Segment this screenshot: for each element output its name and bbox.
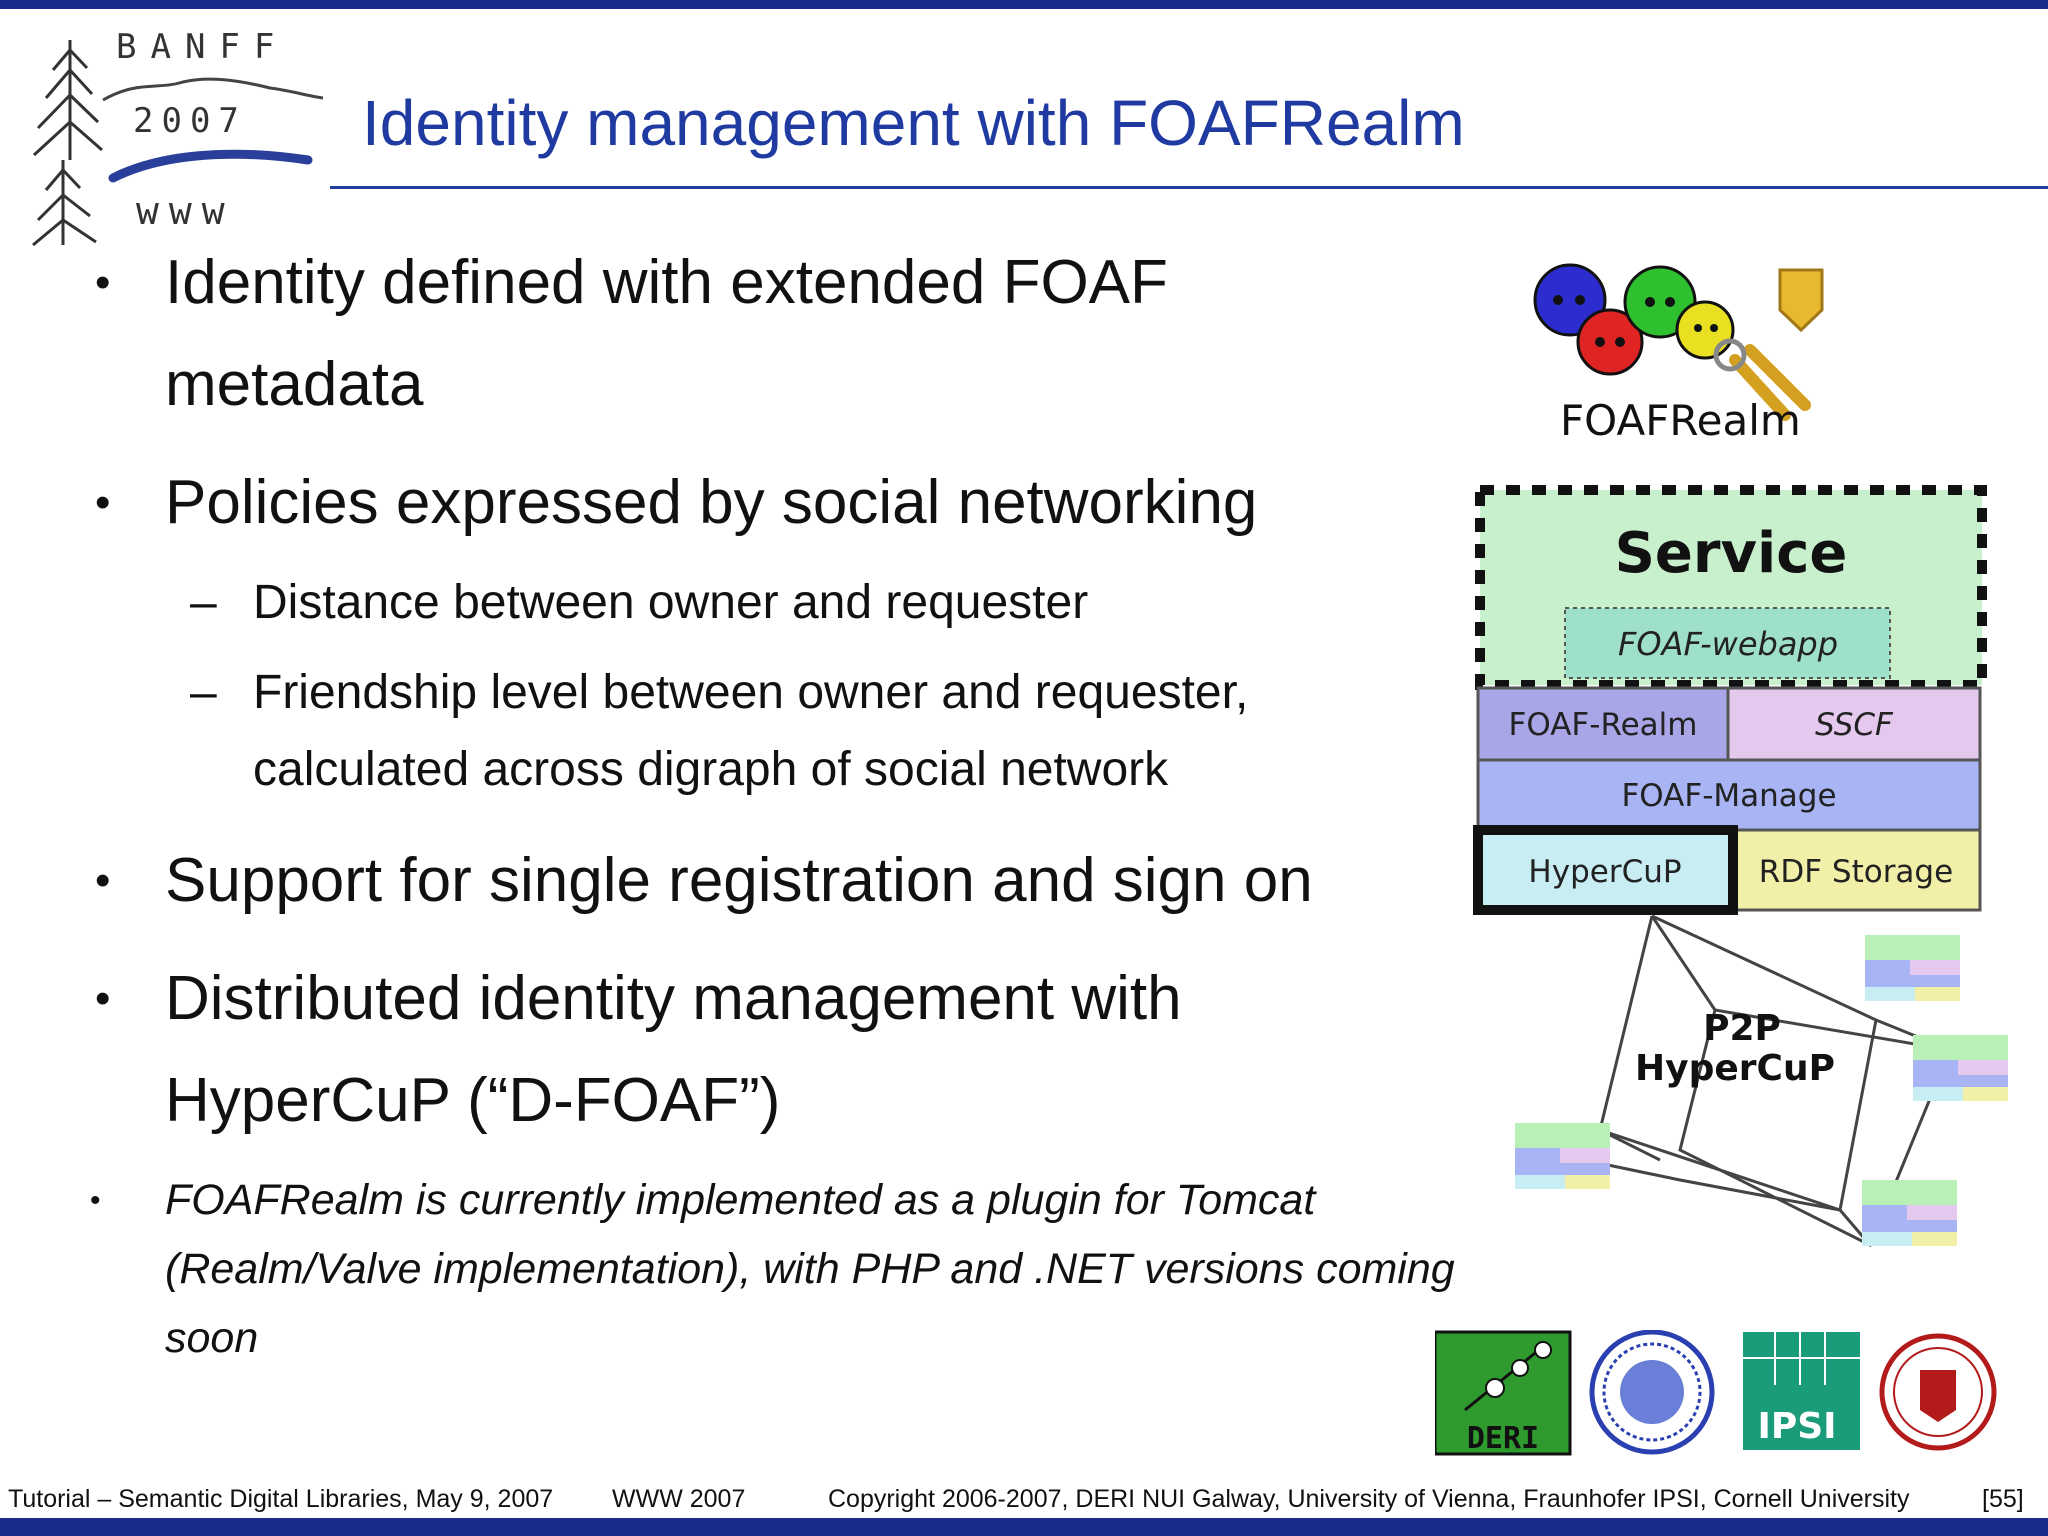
cornell-seal-icon <box>1879 1333 1997 1451</box>
footer-tutorial: Tutorial – Semantic Digital Libraries, M… <box>8 1485 554 1513</box>
bullet-text: Policies expressed by social networking <box>165 468 1258 537</box>
hypercup-label: HyperCuP <box>1528 854 1681 890</box>
webapp-label: FOAF-webapp <box>1618 625 1838 663</box>
footer-conference: WWW 2007 <box>612 1485 746 1513</box>
banff-text: BANFF <box>116 27 288 67</box>
ipsi-label: IPSI <box>1757 1406 1836 1447</box>
service-border <box>1475 485 1987 690</box>
ipsi-logo: IPSI <box>1743 1332 1860 1450</box>
title-divider <box>330 186 2048 189</box>
tree-icon <box>32 40 103 247</box>
vienna-seal-icon <box>1589 1330 1715 1455</box>
sub-bullet-text: Distance between owner and requester <box>253 576 1089 629</box>
yellow-head-icon <box>1675 300 1735 360</box>
foaf-manage-label: FOAF-Manage <box>1621 778 1836 814</box>
foafrealm-label: FOAFRealm <box>1560 396 1801 445</box>
footer-page-number: [55] <box>1982 1485 2024 1513</box>
bullet-glyph: • <box>95 478 111 527</box>
deri-label: DERI <box>1467 1421 1539 1456</box>
webapp-box <box>1564 607 1891 679</box>
badge-icon <box>1778 268 1824 333</box>
bullet-list: • Identity defined with extended FOAF me… <box>90 248 1455 1362</box>
bullet-glyph: • <box>95 856 111 905</box>
keys-icon <box>1729 344 1811 421</box>
top-bar <box>0 0 2048 9</box>
dash-glyph: – <box>190 666 217 719</box>
hypercup-box <box>1473 825 1738 915</box>
bullet-text: Identity defined with extended FOAF meta… <box>165 248 1168 419</box>
year-text: 2007 <box>133 101 247 141</box>
peer-node <box>1515 1123 1610 1189</box>
bullet-text: Support for single registration and sign… <box>165 846 1313 915</box>
bullet-glyph: • <box>90 1184 101 1217</box>
deri-logo: DERI <box>1435 1330 1572 1456</box>
sub-bullet-text: Friendship level between owner and reque… <box>253 666 1249 796</box>
peer-node <box>1865 935 1960 1001</box>
p2p-label: P2P <box>1703 1008 1781 1049</box>
note-text: FOAFRealm is currently implemented as a … <box>165 1176 1455 1362</box>
river-swoosh <box>108 149 313 183</box>
www-text: www <box>136 189 235 233</box>
slide-title: Identity management with FOAFRealm <box>362 87 1465 159</box>
bottom-bar <box>0 1518 2048 1536</box>
foafrealm-logo: FOAFRealm <box>1533 263 1824 445</box>
bullet-glyph: • <box>95 974 111 1023</box>
rdf-storage-box <box>1731 828 1982 912</box>
bullet-text: Distributed identity management with Hyp… <box>165 964 1182 1135</box>
service-label: Service <box>1615 521 1848 586</box>
footer-copyright: Copyright 2006-2007, DERI NUI Galway, Un… <box>828 1485 1910 1513</box>
peer-node <box>1862 1180 1957 1246</box>
p2p-hypercup-label: HyperCuP <box>1635 1048 1835 1089</box>
red-head-icon <box>1576 308 1644 376</box>
banff-logo: BANFF 2007 www <box>8 10 338 250</box>
mountain-line <box>102 77 324 102</box>
partner-logos: DERI IPSI <box>1435 1330 1997 1456</box>
dash-glyph: – <box>190 576 217 629</box>
foaf-realm-label: FOAF-Realm <box>1509 707 1698 743</box>
bullet-glyph: • <box>95 258 111 307</box>
architecture-diagram: FOAFRealm Service FOAF-webapp FOAF-Realm… <box>1473 263 2008 1248</box>
rdf-storage-label: RDF Storage <box>1759 854 1953 890</box>
peer-node <box>1913 1035 2008 1101</box>
sscf-label: SSCF <box>1815 707 1894 743</box>
foaf-manage-box <box>1476 758 1982 832</box>
